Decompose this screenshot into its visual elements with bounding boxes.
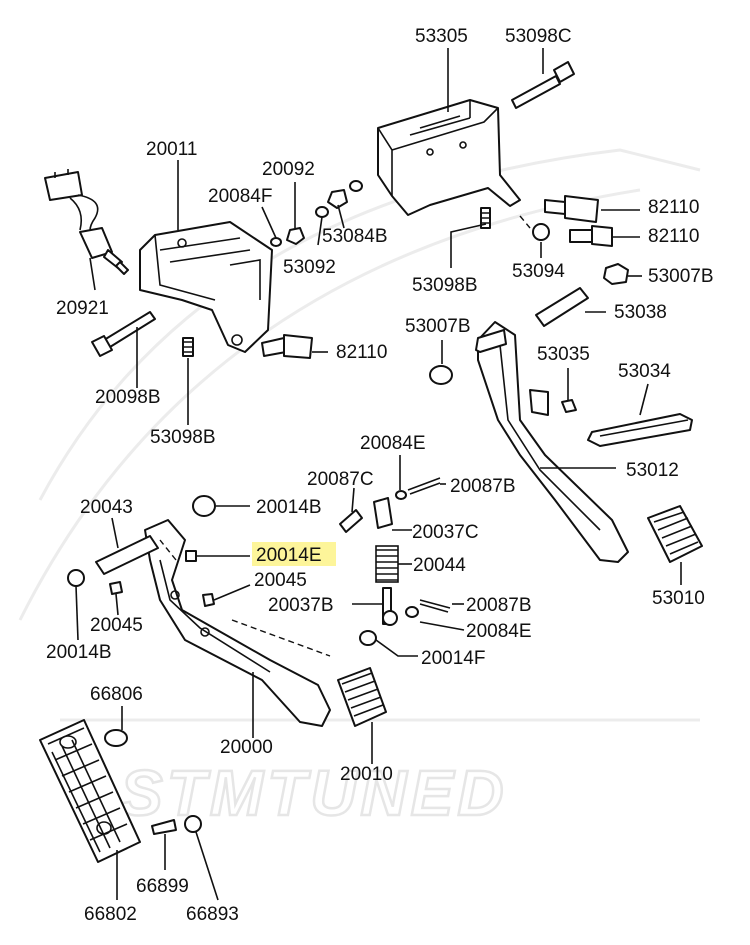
label-20014B-right[interactable]: 20014B [256, 497, 322, 518]
part-53034-spring[interactable] [587, 413, 693, 447]
label-53035[interactable]: 53035 [537, 344, 590, 365]
part-66899-screw[interactable] [151, 819, 177, 835]
label-66893[interactable]: 66893 [186, 904, 239, 925]
label-53084B[interactable]: 53084B [322, 226, 388, 247]
label-20014F[interactable]: 20014F [421, 648, 485, 669]
label-53038[interactable]: 53038 [614, 302, 667, 323]
part-20092-nut[interactable] [286, 227, 305, 245]
label-66802[interactable]: 66802 [84, 904, 137, 925]
label-53305[interactable]: 53305 [415, 26, 468, 47]
part-20037C-clevis[interactable] [373, 497, 393, 529]
label-20000[interactable]: 20000 [220, 737, 273, 758]
label-53098B-right[interactable]: 53098B [412, 275, 478, 296]
label-20087B-bottom[interactable]: 20087B [466, 595, 532, 616]
label-53098B-left[interactable]: 53098B [150, 427, 216, 448]
label-20087C[interactable]: 20087C [307, 469, 374, 490]
part-53007B-bushing-a[interactable] [603, 263, 629, 285]
part-20098B-bolt[interactable] [91, 311, 156, 357]
label-20084F[interactable]: 20084F [208, 186, 272, 207]
part-82110-switch-middle[interactable] [569, 225, 613, 247]
leader-lines [75, 48, 682, 901]
part-53098B-stud-right[interactable] [480, 207, 491, 229]
part-20921-switch[interactable] [44, 169, 129, 275]
label-20092[interactable]: 20092 [262, 159, 315, 180]
part-20037B-rod[interactable] [382, 587, 398, 626]
part-53305-bracket[interactable] [377, 99, 521, 216]
label-53007B-upper[interactable]: 53007B [648, 266, 714, 287]
label-20044[interactable]: 20044 [413, 555, 466, 576]
label-82110-middle[interactable]: 82110 [648, 226, 699, 247]
part-20014B-bushing-right[interactable] [192, 495, 216, 517]
part-20087B-clip-top[interactable] [407, 477, 441, 495]
part-20043-shaft[interactable] [95, 535, 159, 575]
label-53007B-lower[interactable]: 53007B [405, 316, 471, 337]
label-53092[interactable]: 53092 [283, 257, 336, 278]
part-20084F-washer[interactable] [270, 237, 282, 247]
part-53092-washer[interactable] [315, 180, 363, 218]
part-20044-spring[interactable] [375, 545, 399, 583]
part-20084E-washer-top[interactable] [395, 490, 407, 500]
label-53010[interactable]: 53010 [652, 588, 705, 609]
part-20014E-bushing[interactable] [185, 550, 197, 562]
part-82110-switch-lower[interactable] [261, 334, 313, 359]
watermark: STMTUNED [18, 148, 701, 830]
label-20084E-top[interactable]: 20084E [360, 433, 426, 454]
label-20010[interactable]: 20010 [340, 764, 393, 785]
part-66802-accelerator-pedal[interactable] [39, 719, 141, 863]
highlight-box [252, 542, 336, 566]
part-20045-stopper-left[interactable] [109, 581, 123, 595]
part-labels: 53305 53098C 20011 20092 20084F 82110 82… [46, 26, 714, 925]
part-20087B-clip-bottom[interactable] [419, 599, 451, 613]
part-53098C-bolt[interactable] [511, 61, 575, 109]
part-66806-stopper[interactable] [104, 729, 128, 747]
part-20045-stopper-right[interactable] [202, 593, 215, 607]
label-53034[interactable]: 53034 [618, 361, 671, 382]
label-20037C[interactable]: 20037C [412, 522, 479, 543]
label-20098B[interactable]: 20098B [95, 387, 161, 408]
part-20087C-pin[interactable] [339, 509, 363, 533]
part-53094-nut[interactable] [532, 223, 550, 241]
label-20014E[interactable]: 20014E [256, 545, 322, 566]
label-20045-left[interactable]: 20045 [90, 615, 143, 636]
part-20014B-bushing-left[interactable] [67, 569, 85, 587]
label-20011[interactable]: 20011 [146, 139, 197, 160]
label-53094[interactable]: 53094 [512, 261, 565, 282]
label-53012[interactable]: 53012 [626, 460, 679, 481]
part-20011-bracket[interactable] [139, 221, 273, 353]
label-20921[interactable]: 20921 [56, 298, 109, 319]
label-20084E-bottom[interactable]: 20084E [466, 621, 532, 642]
part-53007B-bushing-b[interactable] [429, 365, 453, 385]
label-82110-upper[interactable]: 82110 [648, 197, 699, 218]
part-53035-clip[interactable] [561, 399, 577, 413]
label-20087B-top[interactable]: 20087B [450, 476, 516, 497]
part-53038-pin[interactable] [535, 287, 589, 327]
label-20037B[interactable]: 20037B [268, 595, 334, 616]
label-82110-lower[interactable]: 82110 [336, 342, 387, 363]
label-66899[interactable]: 66899 [136, 876, 189, 897]
part-20084E-washer-bottom[interactable] [405, 606, 419, 618]
part-53012-clutch-pedal[interactable] [475, 321, 629, 563]
label-20045-right[interactable]: 20045 [254, 570, 307, 591]
part-20014F-bushing[interactable] [359, 630, 377, 646]
part-53084B-nut[interactable] [327, 189, 348, 209]
part-66893-nut[interactable] [184, 815, 202, 833]
label-66806[interactable]: 66806 [90, 684, 143, 705]
watermark-text: STMTUNED [120, 757, 508, 829]
label-53098C[interactable]: 53098C [505, 26, 572, 47]
label-20014B-left[interactable]: 20014B [46, 642, 112, 663]
part-53010-pedal-pad[interactable] [647, 505, 703, 563]
part-20010-pedal-pad[interactable] [337, 667, 387, 727]
label-20043[interactable]: 20043 [80, 497, 133, 518]
part-53098B-stud-left[interactable] [182, 337, 194, 357]
part-82110-switch-upper[interactable] [544, 195, 599, 223]
part-20000-brake-pedal[interactable] [144, 519, 331, 727]
